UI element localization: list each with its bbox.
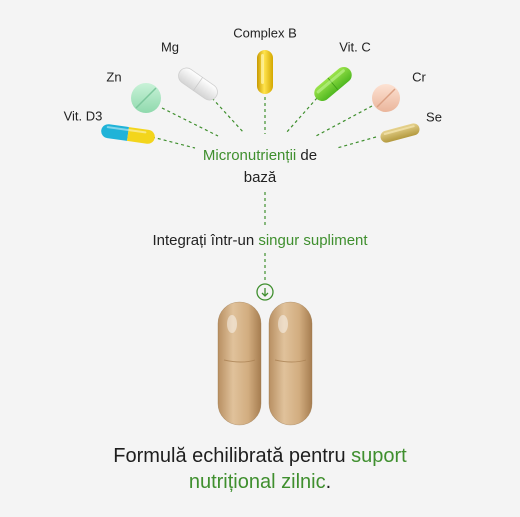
cr-tablet — [372, 84, 400, 112]
label-vitd3: Vit. D3 — [63, 108, 103, 124]
center-title: Micronutrienții de bază — [0, 145, 520, 189]
final-part1: Formulă echilibrată pentru — [113, 445, 352, 467]
connector-zn — [161, 107, 219, 137]
center-title-rest: de — [296, 147, 318, 164]
center-title-line2: bază — [243, 169, 277, 186]
vitc-capsule — [314, 67, 352, 101]
zn-tablet — [131, 83, 161, 113]
final-statement: Formulă echilibrată pentru suport nutriț… — [0, 443, 520, 495]
label-mg: Mg — [160, 39, 180, 55]
center-title-highlight: Micronutrienții — [202, 147, 297, 164]
integrated-highlight: singur supliment — [258, 232, 368, 249]
connector-mg — [211, 97, 245, 134]
se-capsule — [380, 123, 420, 143]
final-highlight1: suport — [351, 445, 407, 467]
mg-capsule — [178, 67, 218, 101]
label-zn: Zn — [106, 69, 122, 85]
final-suffix: . — [325, 471, 332, 493]
connector-vitc — [285, 97, 318, 134]
vitd3-capsule — [101, 124, 155, 144]
label-vitc: Vit. C — [339, 39, 371, 55]
integrated-line: Integrați într-un singur supliment — [0, 230, 520, 252]
connector-se — [336, 136, 377, 149]
connector-cr — [315, 105, 373, 137]
connector-vitd3 — [151, 136, 196, 149]
complexb-softgel — [257, 50, 273, 94]
label-se: Se — [426, 109, 442, 125]
final-highlight2: nutrițional zilnic — [188, 471, 326, 493]
integrated-prefix: Integrați într-un — [152, 232, 259, 249]
connector-lines — [151, 97, 377, 280]
label-complexb: Complex B — [233, 25, 297, 41]
supplement-capsule-left — [217, 301, 262, 426]
arrow-down-icon — [256, 283, 274, 301]
label-cr: Cr — [412, 69, 426, 85]
supplement-capsule-right — [268, 301, 313, 426]
